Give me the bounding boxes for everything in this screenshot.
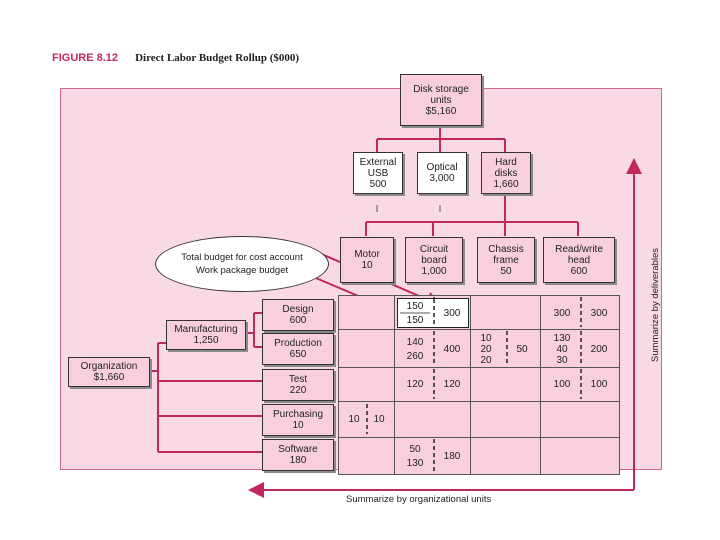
wbs-node-value: 500 (369, 178, 387, 190)
obs-unit-name: Test (288, 374, 308, 385)
cell-purch-motor-total: 10 (373, 414, 385, 425)
matrix-cell (470, 437, 542, 475)
cell-test-rw-wp: 100 (553, 379, 571, 390)
matrix-cell (394, 437, 472, 475)
cell-design-rw-total: 300 (590, 308, 608, 319)
wbs-node-value: 1,000 (421, 265, 447, 277)
summarize-org-units-label: Summarize by organizational units (346, 494, 492, 505)
wbs-node-line1: Hard (495, 156, 517, 168)
obs-unit-design: Design 600 (262, 299, 334, 331)
wbs-node-optical: Optical 3,000 (417, 152, 467, 194)
cell-prod-circuit-wp2: 260 (406, 351, 424, 362)
obs-unit-production: Production 650 (262, 333, 334, 365)
matrix-cell (338, 295, 396, 331)
cell-design-circuit-total: 300 (443, 308, 461, 319)
callout-total-budget: Total budget for cost account (181, 252, 303, 263)
matrix-cell (470, 367, 542, 403)
obs-unit-value: 10 (292, 420, 304, 431)
wbs-node-line1: Optical (426, 162, 458, 173)
matrix-cell (338, 367, 396, 403)
obs-unit-purchasing: Purchasing 10 (262, 404, 334, 436)
obs-unit-value: 220 (289, 385, 307, 396)
obs-root-box: Organization $1,660 (68, 357, 150, 387)
wbs-node-value: 600 (570, 265, 588, 277)
cell-prod-rw-total: 200 (590, 344, 608, 355)
obs-unit-value: 650 (289, 349, 307, 360)
cell-design-rw-wp: 300 (553, 308, 571, 319)
matrix-cell (540, 437, 620, 475)
cell-soft-circuit-wp2: 130 (406, 458, 424, 469)
matrix-cell (394, 401, 472, 439)
cell-prod-chassis-wp3: 20 (480, 355, 492, 366)
cell-prod-rw-wp3: 30 (556, 355, 568, 366)
cell-prod-rw-wp2: 40 (556, 344, 568, 355)
wbs-node-external-usb: External USB 500 (353, 152, 403, 194)
wbs-node-line1: External (359, 156, 397, 168)
obs-mid-value: 1,250 (193, 335, 219, 346)
obs-mid-name: Manufacturing (174, 324, 238, 335)
cell-prod-chassis-wp2: 20 (480, 344, 492, 355)
obs-manufacturing-box: Manufacturing 1,250 (166, 320, 246, 350)
cell-soft-circuit-total: 180 (443, 451, 461, 462)
wbs-node-line2: disks (494, 167, 518, 179)
obs-root-name: Organization (80, 361, 138, 372)
obs-unit-name: Design (282, 304, 314, 315)
wbs-node-value: 3,000 (429, 173, 455, 184)
cell-prod-circuit-total: 400 (443, 344, 461, 355)
wbs-node-circuit-board: Circuit board 1,000 (405, 237, 463, 283)
wbs-root-name-line2: units (430, 94, 452, 106)
obs-unit-name: Software (278, 444, 318, 455)
obs-unit-name: Production (274, 338, 322, 349)
callout-ellipse: Total budget for cost account Work packa… (155, 236, 329, 292)
wbs-root-name-line1: Disk storage (413, 83, 469, 95)
cell-test-circuit-total: 120 (443, 379, 461, 390)
wbs-node-line1: Read/write (555, 243, 603, 255)
obs-unit-name: Purchasing (272, 409, 324, 420)
summarize-deliverables-label: Summarize by deliverables (650, 247, 661, 362)
obs-root-value: $1,660 (93, 372, 125, 383)
wbs-root-box: Disk storage units $5,160 (400, 74, 482, 126)
wbs-node-line2: USB (367, 167, 389, 179)
wbs-node-value: 1,660 (493, 178, 519, 190)
wbs-node-line2: frame (493, 254, 519, 266)
matrix-cell (394, 367, 472, 403)
cell-prod-rw-wp1: 130 (553, 333, 571, 344)
wbs-node-line1: Motor (354, 249, 380, 260)
figure-caption: Direct Labor Budget Rollup ($000) (135, 52, 300, 64)
wbs-node-hard-disks: Hard disks 1,660 (481, 152, 531, 194)
matrix-cell (338, 437, 396, 475)
wbs-node-line1: Chassis (488, 243, 524, 255)
figure-number: FIGURE 8.12 (52, 52, 119, 64)
cell-purch-motor-wp: 10 (348, 414, 360, 425)
wbs-node-value: 10 (361, 260, 373, 271)
cell-prod-chassis-total: 50 (516, 344, 528, 355)
wbs-node-value: 50 (500, 265, 512, 277)
wbs-node-line2: board (421, 254, 447, 266)
wbs-root-value: $5,160 (425, 105, 457, 117)
cell-prod-chassis-wp1: 10 (480, 333, 492, 344)
wbs-node-motor: Motor 10 (340, 237, 394, 283)
wbs-node-line2: head (567, 254, 591, 266)
wbs-node-chassis-frame: Chassis frame 50 (477, 237, 535, 283)
cell-soft-circuit-wp1: 50 (409, 444, 421, 455)
cell-design-circuit-wp2: 150 (406, 315, 424, 326)
obs-unit-value: 180 (289, 455, 307, 466)
wbs-node-read-write-head: Read/write head 600 (543, 237, 615, 283)
cell-design-circuit-wp1: 150 (406, 301, 424, 312)
cell-test-circuit-wp: 120 (406, 379, 424, 390)
obs-unit-software: Software 180 (262, 439, 334, 471)
matrix-cell (540, 295, 620, 331)
callout-work-package: Work package budget (195, 265, 289, 276)
matrix-cell (470, 401, 542, 439)
wbs-node-line1: Circuit (419, 243, 449, 255)
cell-prod-circuit-wp1: 140 (406, 337, 424, 348)
obs-unit-test: Test 220 (262, 369, 334, 401)
obs-unit-value: 600 (289, 315, 307, 326)
cell-test-rw-total: 100 (590, 379, 608, 390)
figure-title: FIGURE 8.12 Direct Labor Budget Rollup (… (52, 52, 299, 64)
